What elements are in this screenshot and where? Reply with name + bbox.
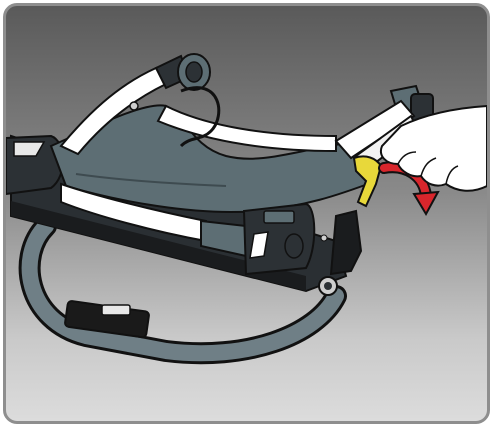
instruction-illustration-frame — [3, 3, 490, 424]
bumper-clip — [102, 305, 130, 315]
stroller-illustration — [6, 6, 487, 421]
seat-end-cap-right — [244, 204, 314, 274]
